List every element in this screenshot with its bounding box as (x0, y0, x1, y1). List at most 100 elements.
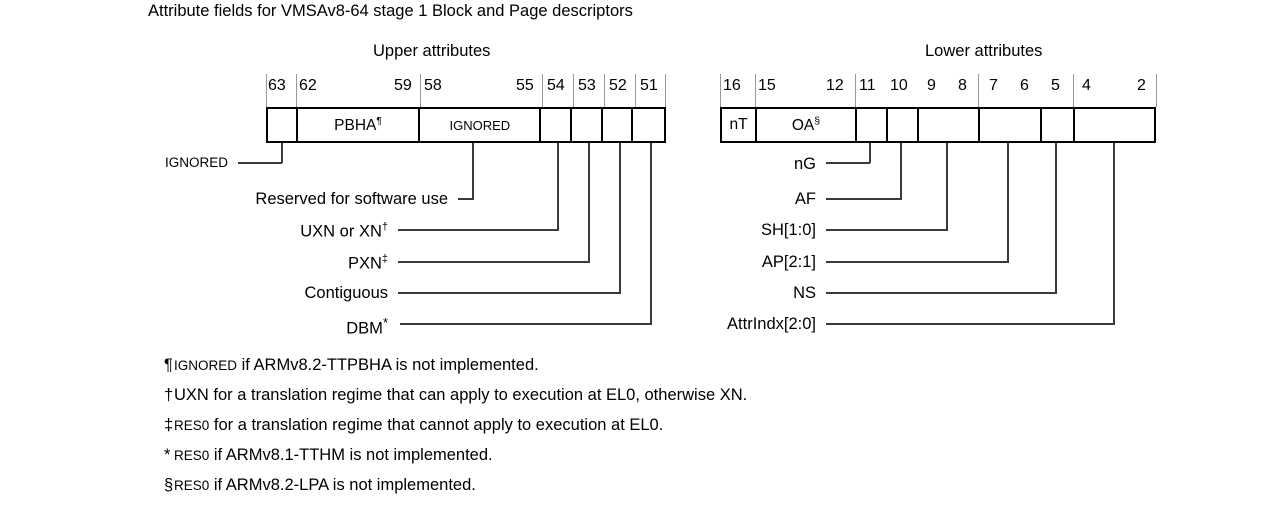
upper-bit-label-63: 63 (268, 77, 286, 94)
leader-line (650, 143, 652, 324)
footnote-smallcaps: IGNORED (174, 358, 238, 373)
footnote-marker: § (164, 476, 174, 494)
footnote-marker: ‡ (164, 416, 174, 434)
upper-attributes-header: Upper attributes (373, 42, 491, 60)
leader-line (900, 143, 902, 199)
upper-bit-label-62: 62 (299, 77, 317, 94)
lower-bit-label-10: 10 (890, 77, 908, 94)
field-label: nT (729, 116, 748, 134)
leader-line (1007, 143, 1009, 262)
bit-tick (573, 74, 574, 107)
field-label: OA§ (791, 115, 821, 135)
footnote-marker: † (164, 386, 174, 404)
leader-line (557, 143, 559, 230)
figure-title: Attribute fields for VMSAv8-64 stage 1 B… (148, 2, 633, 20)
lower-field-attrindx[interactable] (1075, 109, 1154, 141)
upper-field-bit54[interactable] (541, 109, 572, 141)
callout-label-ns: NS (793, 284, 816, 302)
lower-field-sh[interactable] (919, 109, 980, 141)
upper-field-bit51[interactable] (633, 109, 664, 141)
lower-field-ns[interactable] (1042, 109, 1075, 141)
lower-bit-label-4: 4 (1082, 77, 1091, 94)
bit-tick (1073, 74, 1074, 107)
callout-label-uxn-or-xn: UXN or XN† (300, 221, 388, 241)
footnote-smallcaps: RES0 (174, 448, 210, 463)
lower-field-ap[interactable] (980, 109, 1042, 141)
leader-line (826, 323, 1115, 325)
upper-field-bit52[interactable] (603, 109, 634, 141)
callout-label-ng: nG (793, 155, 816, 173)
leader-line (458, 198, 474, 200)
footnote-text: UXN for a translation regime that can ap… (174, 386, 748, 404)
bit-tick (420, 74, 421, 107)
upper-bit-label-58: 58 (424, 77, 442, 94)
lower-bit-label-6: 6 (1020, 77, 1029, 94)
leader-line (398, 261, 590, 263)
leader-line (238, 162, 282, 164)
bit-tick (635, 74, 636, 107)
upper-attributes-bitfield: PBHA¶ IGNORED (266, 107, 666, 143)
callout-label-ignored: IGNORED (164, 155, 228, 170)
leader-line (1055, 143, 1057, 293)
lower-bit-label-8: 8 (958, 77, 967, 94)
footnote-text: for a translation regime that cannot app… (209, 416, 664, 434)
lower-field-bit11[interactable] (857, 109, 888, 141)
upper-bit-label-51: 51 (640, 77, 658, 94)
leader-line (869, 143, 871, 163)
upper-bit-label-55: 55 (516, 77, 534, 94)
callout-label-af: AF (794, 190, 816, 208)
leader-line (281, 143, 283, 163)
footnote-dagger: †UXN for a translation regime that can a… (164, 387, 747, 404)
bit-tick (604, 74, 605, 107)
callout-label-ap: AP[2:1] (761, 253, 816, 271)
leader-line (1113, 143, 1115, 324)
upper-field-pbha[interactable]: PBHA¶ (298, 109, 421, 141)
upper-field-bit63[interactable] (268, 109, 298, 141)
footnote-smallcaps: RES0 (174, 478, 210, 493)
leader-line (946, 143, 948, 230)
leader-line (472, 143, 474, 199)
lower-attributes-header: Lower attributes (925, 42, 1043, 60)
footnote-marker: * (164, 446, 171, 464)
lower-bit-label-7: 7 (989, 77, 998, 94)
bit-tick (755, 74, 756, 107)
lower-bit-label-15: 15 (758, 77, 776, 94)
leader-line (826, 261, 1009, 263)
lower-bit-label-12: 12 (826, 77, 844, 94)
bit-tick (665, 74, 666, 107)
field-label: IGNORED (449, 117, 511, 133)
callout-label-reserved-for-software-use: Reserved for software use (255, 190, 448, 208)
upper-field-bit53[interactable] (572, 109, 603, 141)
callout-label-sh: SH[1:0] (760, 221, 816, 239)
bit-tick (266, 74, 267, 107)
callout-label-dbm: DBM* (346, 315, 388, 338)
bit-tick (978, 74, 979, 107)
bit-tick (542, 74, 543, 107)
upper-field-ignored[interactable]: IGNORED (420, 109, 542, 141)
bit-tick (1156, 74, 1157, 107)
leader-line (588, 143, 590, 262)
leader-line (398, 229, 559, 231)
leader-line (826, 162, 870, 164)
footnote-section: §RES0 if ARMv8.2-LPA is not implemented. (164, 477, 476, 494)
callout-label-pxn: PXN‡ (347, 253, 388, 273)
footnote-marker: ¶ (164, 356, 173, 374)
lower-field-oa[interactable]: OA§ (757, 109, 857, 141)
lower-field-nt[interactable]: nT (722, 109, 757, 141)
lower-bit-label-9: 9 (927, 77, 936, 94)
upper-bit-label-59: 59 (394, 77, 412, 94)
leader-line (826, 292, 1057, 294)
bit-tick (855, 74, 856, 107)
upper-bit-label-52: 52 (609, 77, 627, 94)
upper-bit-label-53: 53 (578, 77, 596, 94)
footnote-text: if ARMv8.2-TTPBHA is not implemented. (237, 356, 539, 374)
callout-label-contiguous: Contiguous (304, 284, 388, 302)
lower-bit-label-5: 5 (1051, 77, 1060, 94)
lower-field-bit10[interactable] (888, 109, 919, 141)
footnote-text: if ARMv8.1-TTHM is not implemented. (209, 446, 493, 464)
lower-attributes-bitfield: nT OA§ (720, 107, 1156, 143)
footnote-asterisk: *RES0 if ARMv8.1-TTHM is not implemented… (164, 447, 493, 464)
leader-line (400, 323, 652, 325)
footnote-smallcaps: RES0 (174, 418, 210, 433)
footnote-pilcrow: ¶IGNORED if ARMv8.2-TTPBHA is not implem… (164, 357, 539, 374)
